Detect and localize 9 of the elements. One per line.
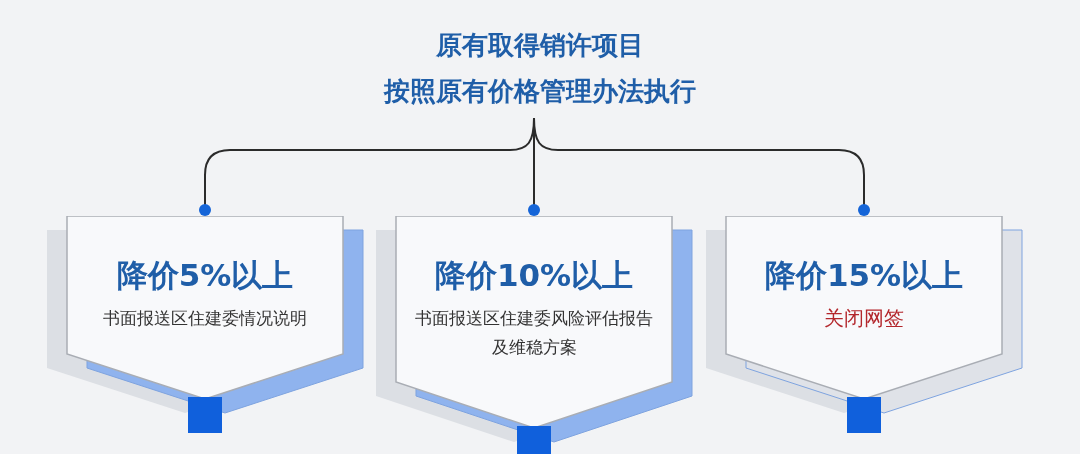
card-text: 书面报送区住建委情况说明	[102, 307, 308, 330]
card-text: 书面报送区住建委风险评估报告及维稳方案	[414, 307, 654, 359]
heading-text: 原有取得销许项目	[435, 29, 645, 62]
card-heading: 降价10%以上	[433, 256, 635, 294]
heading-text: 按照原有价格管理办法执行	[382, 75, 697, 108]
card-heading: 降价15%以上	[763, 256, 965, 294]
connector-line	[533, 117, 870, 216]
card-heading: 降价5%以上	[115, 256, 295, 294]
card-text: 关闭网签	[823, 305, 905, 332]
